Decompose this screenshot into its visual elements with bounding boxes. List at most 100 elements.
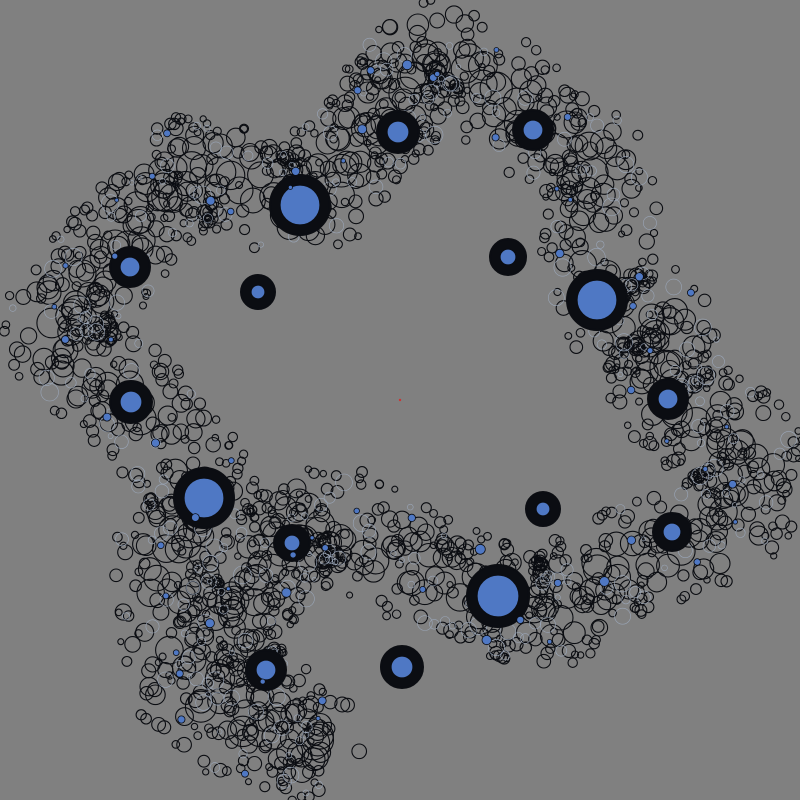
- lace-circle: [170, 230, 182, 242]
- blue-dot: [172, 649, 180, 656]
- lace-circle: [459, 71, 469, 81]
- blue-dot: [225, 586, 231, 592]
- lace-circle: [55, 301, 86, 332]
- lace-circle: [165, 627, 178, 639]
- lace-circle: [267, 624, 283, 640]
- lace-circle: [228, 651, 238, 662]
- lace-circle: [111, 355, 127, 371]
- lace-circle: [624, 359, 634, 369]
- lace-circle: [752, 472, 775, 494]
- lace-circle: [124, 636, 141, 653]
- lace-circle: [298, 149, 312, 163]
- lace-circle: [738, 484, 766, 511]
- lace-circle: [69, 206, 81, 217]
- lace-circle: [33, 368, 51, 386]
- lace-circle: [551, 633, 566, 647]
- lace-circle: [176, 736, 192, 753]
- lace-circle: [100, 310, 110, 320]
- lace-highlight: [288, 162, 295, 169]
- blue-dot: [291, 166, 301, 176]
- lace-circle: [201, 609, 211, 619]
- lace-highlight: [65, 377, 77, 389]
- lace-circle: [723, 365, 733, 375]
- lace-circle: [265, 702, 288, 724]
- lace-highlight: [780, 431, 798, 448]
- lace-circle: [490, 650, 501, 661]
- lace-circle: [296, 578, 312, 595]
- lace-circle: [179, 219, 188, 228]
- lace-circle: [528, 565, 538, 576]
- blue-dot: [51, 303, 58, 310]
- lace-circle: [661, 298, 689, 325]
- lace-circle: [143, 564, 171, 592]
- lace-circle: [223, 705, 236, 718]
- lace-circle: [95, 181, 109, 195]
- lace-circle: [151, 362, 170, 381]
- lace-circle: [296, 127, 307, 137]
- lace-circle: [483, 64, 496, 78]
- lace-highlight: [186, 580, 200, 595]
- lace-circle: [161, 423, 182, 445]
- lace-highlight: [720, 404, 735, 419]
- lace-circle: [213, 762, 228, 778]
- lace-circle: [261, 550, 273, 561]
- lace-circle: [151, 149, 162, 160]
- lace-circle: [520, 37, 532, 48]
- lace-circle: [243, 713, 278, 748]
- lace-circle: [567, 657, 578, 668]
- blue-dot: [163, 129, 172, 138]
- lace-circle: [424, 100, 435, 111]
- lace-circle: [660, 435, 673, 447]
- lace-circle: [573, 595, 592, 614]
- lace-circle: [425, 0, 436, 5]
- lace-circle: [570, 90, 579, 99]
- lace-circle: [356, 466, 368, 478]
- lace-highlight: [216, 185, 226, 195]
- lace-circle: [380, 510, 399, 528]
- lace-circle: [526, 75, 547, 95]
- lace-highlight: [695, 396, 705, 407]
- lace-highlight: [758, 495, 774, 510]
- lace-circle: [356, 58, 369, 70]
- lace-highlight: [617, 156, 635, 173]
- lace-circle: [86, 424, 100, 438]
- lace-circle: [445, 630, 454, 639]
- lace-circle: [701, 488, 722, 509]
- lace-circle: [553, 287, 562, 297]
- lace-highlight: [145, 619, 160, 634]
- lace-highlight: [217, 587, 226, 596]
- lace-circle: [454, 95, 466, 107]
- lace-highlight: [564, 577, 572, 585]
- lace-circle: [152, 603, 170, 621]
- lace-circle: [249, 521, 261, 533]
- lace-circle: [603, 531, 629, 557]
- lace-highlight: [449, 622, 457, 630]
- lace-circle: [340, 697, 355, 713]
- lace-circle: [90, 402, 107, 419]
- lace-circle: [638, 257, 647, 267]
- lace-circle: [549, 552, 558, 560]
- lace-circle: [173, 368, 185, 380]
- blue-dot: [687, 288, 695, 297]
- lace-highlight: [168, 227, 178, 237]
- blue-dot: [474, 543, 486, 555]
- lace-circle: [628, 207, 640, 218]
- lace-circle: [206, 727, 219, 740]
- lace-circle: [362, 536, 377, 551]
- lace-highlight: [73, 296, 91, 314]
- lace-circle: [703, 365, 713, 374]
- lace-circle: [735, 374, 744, 384]
- lace-circle: [762, 388, 772, 397]
- lace-circle: [60, 298, 84, 322]
- lace-circle: [382, 611, 392, 621]
- lace-circle: [585, 648, 596, 659]
- lace-circle: [617, 337, 631, 351]
- lace-highlight: [218, 604, 229, 615]
- lace-circle: [655, 307, 685, 336]
- lace-circle: [662, 304, 677, 320]
- lace-circle: [595, 137, 618, 160]
- lace-circle: [624, 172, 637, 186]
- lace-highlight: [57, 235, 65, 243]
- lace-circle: [227, 431, 239, 443]
- lace-circle: [643, 329, 662, 348]
